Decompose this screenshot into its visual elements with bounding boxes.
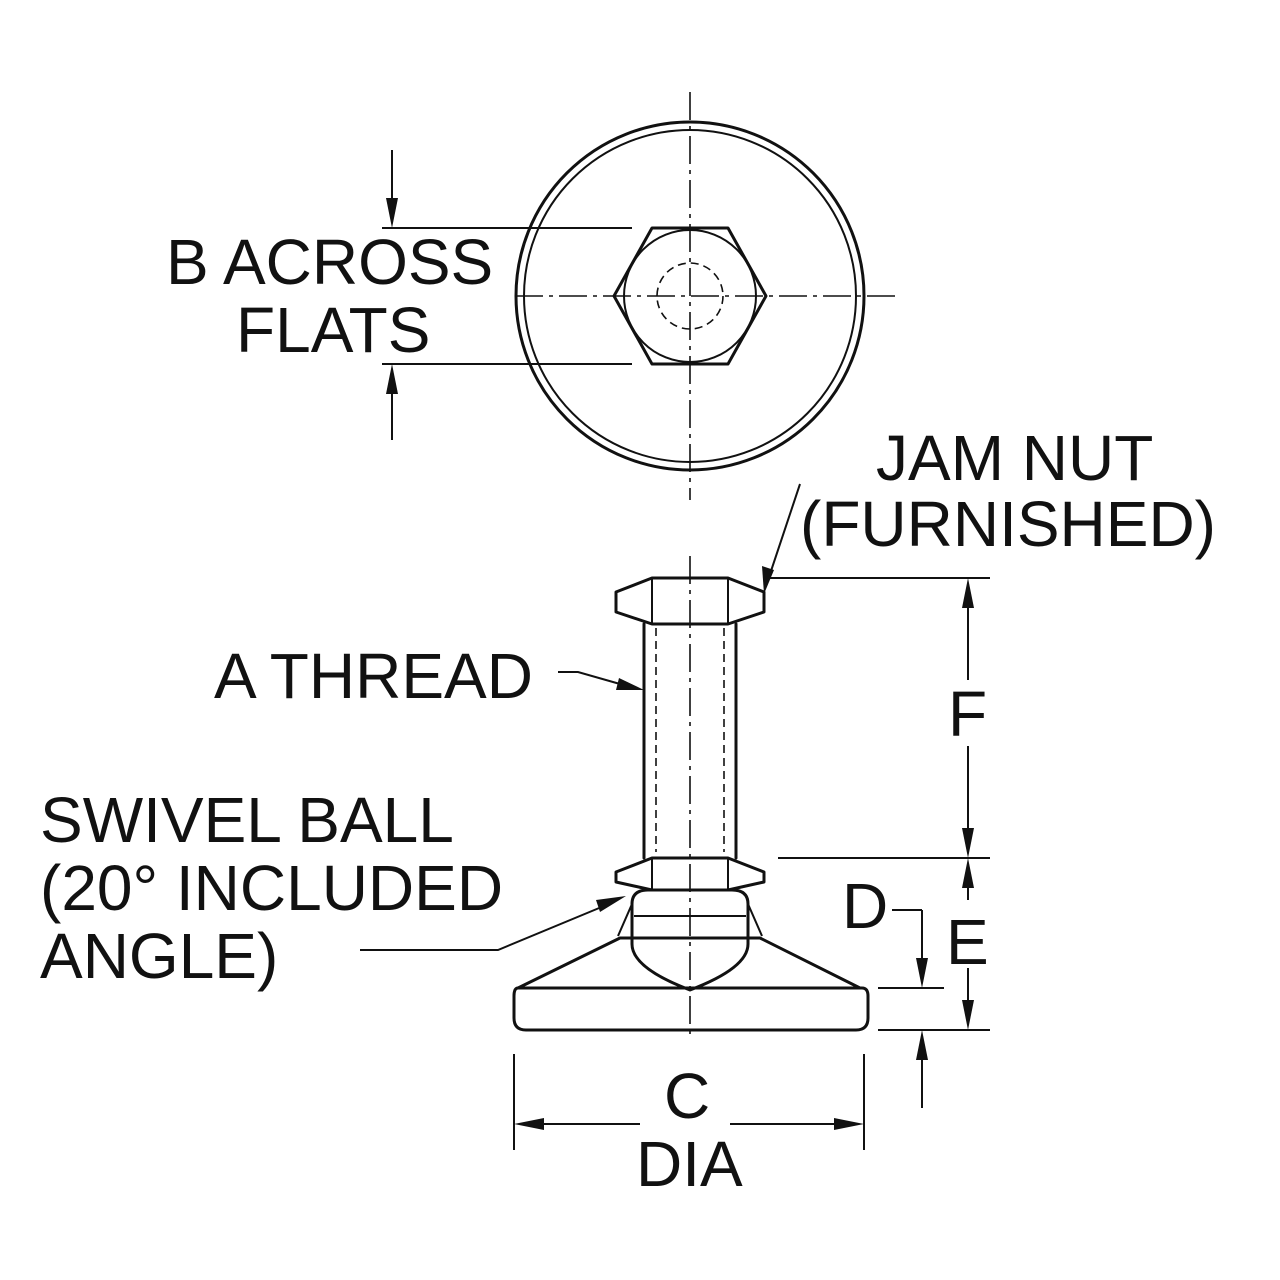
top-view [382,92,895,500]
label-jam-nut: JAM NUT [876,422,1153,494]
base-pad [512,936,870,1032]
label-angle: ANGLE) [40,920,278,992]
label-dim-c: C [664,1060,710,1132]
label-dim-f: F [948,678,987,750]
dim-f-e [764,577,990,1031]
b-arrow-top [386,198,398,228]
b-arrow-bottom [386,364,398,394]
dim-d [878,909,944,1108]
jam-nut-top [614,576,766,626]
side-view [360,483,990,1150]
label-included-angle: (20° INCLUDED [40,852,503,924]
label-dim-e: E [946,906,989,978]
dim-c [513,1054,865,1150]
label-a-thread: A THREAD [214,640,533,712]
label-swivel-ball: SWIVEL BALL [40,784,454,856]
label-flats: FLATS [236,294,430,366]
label-dim-c-dia: DIA [636,1128,743,1200]
swivel-ball [617,888,763,992]
leader-swivel-ball [360,896,626,951]
hex-nut-lower [614,856,766,892]
leader-jam-nut [762,483,801,594]
label-b-across: B ACROSS [166,226,493,298]
threaded-stud [642,622,738,860]
leader-a-thread [558,671,644,690]
label-furnished: (FURNISHED) [800,488,1216,560]
label-dim-d: D [842,870,888,942]
thread-hidden-circle [656,262,724,330]
